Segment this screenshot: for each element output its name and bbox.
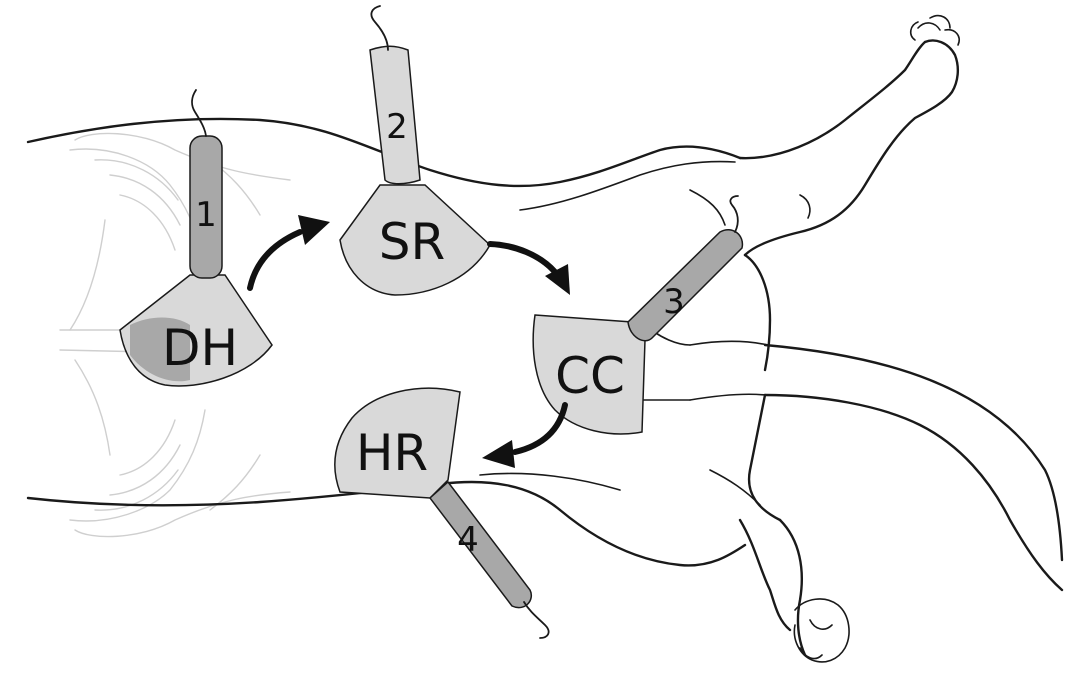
probe-4-body [430,482,531,608]
position-sr: SR 2 [340,6,490,295]
arrow-dh-to-sr [250,215,330,288]
cc-label: CC [555,347,625,405]
probe-4-number: 4 [457,520,479,560]
probe-2-cable [371,6,388,50]
position-dh: DH 1 [120,90,272,386]
probe-4-cable [524,602,549,638]
arrow-sr-to-cc [490,244,570,295]
probe-1-cable [192,90,206,136]
probe-1-number: 1 [195,195,217,235]
position-cc: CC 3 [533,196,742,434]
probe-3-cable [730,196,738,232]
arrow-cc-to-hr [482,405,565,468]
hr-label: HR [356,424,428,482]
position-hr: HR 4 [335,388,549,638]
sr-label: SR [379,213,445,271]
probe-3-body [628,230,742,341]
probe-2-number: 2 [386,107,408,147]
probe-3-number: 3 [663,282,685,322]
dh-label: DH [162,319,238,377]
